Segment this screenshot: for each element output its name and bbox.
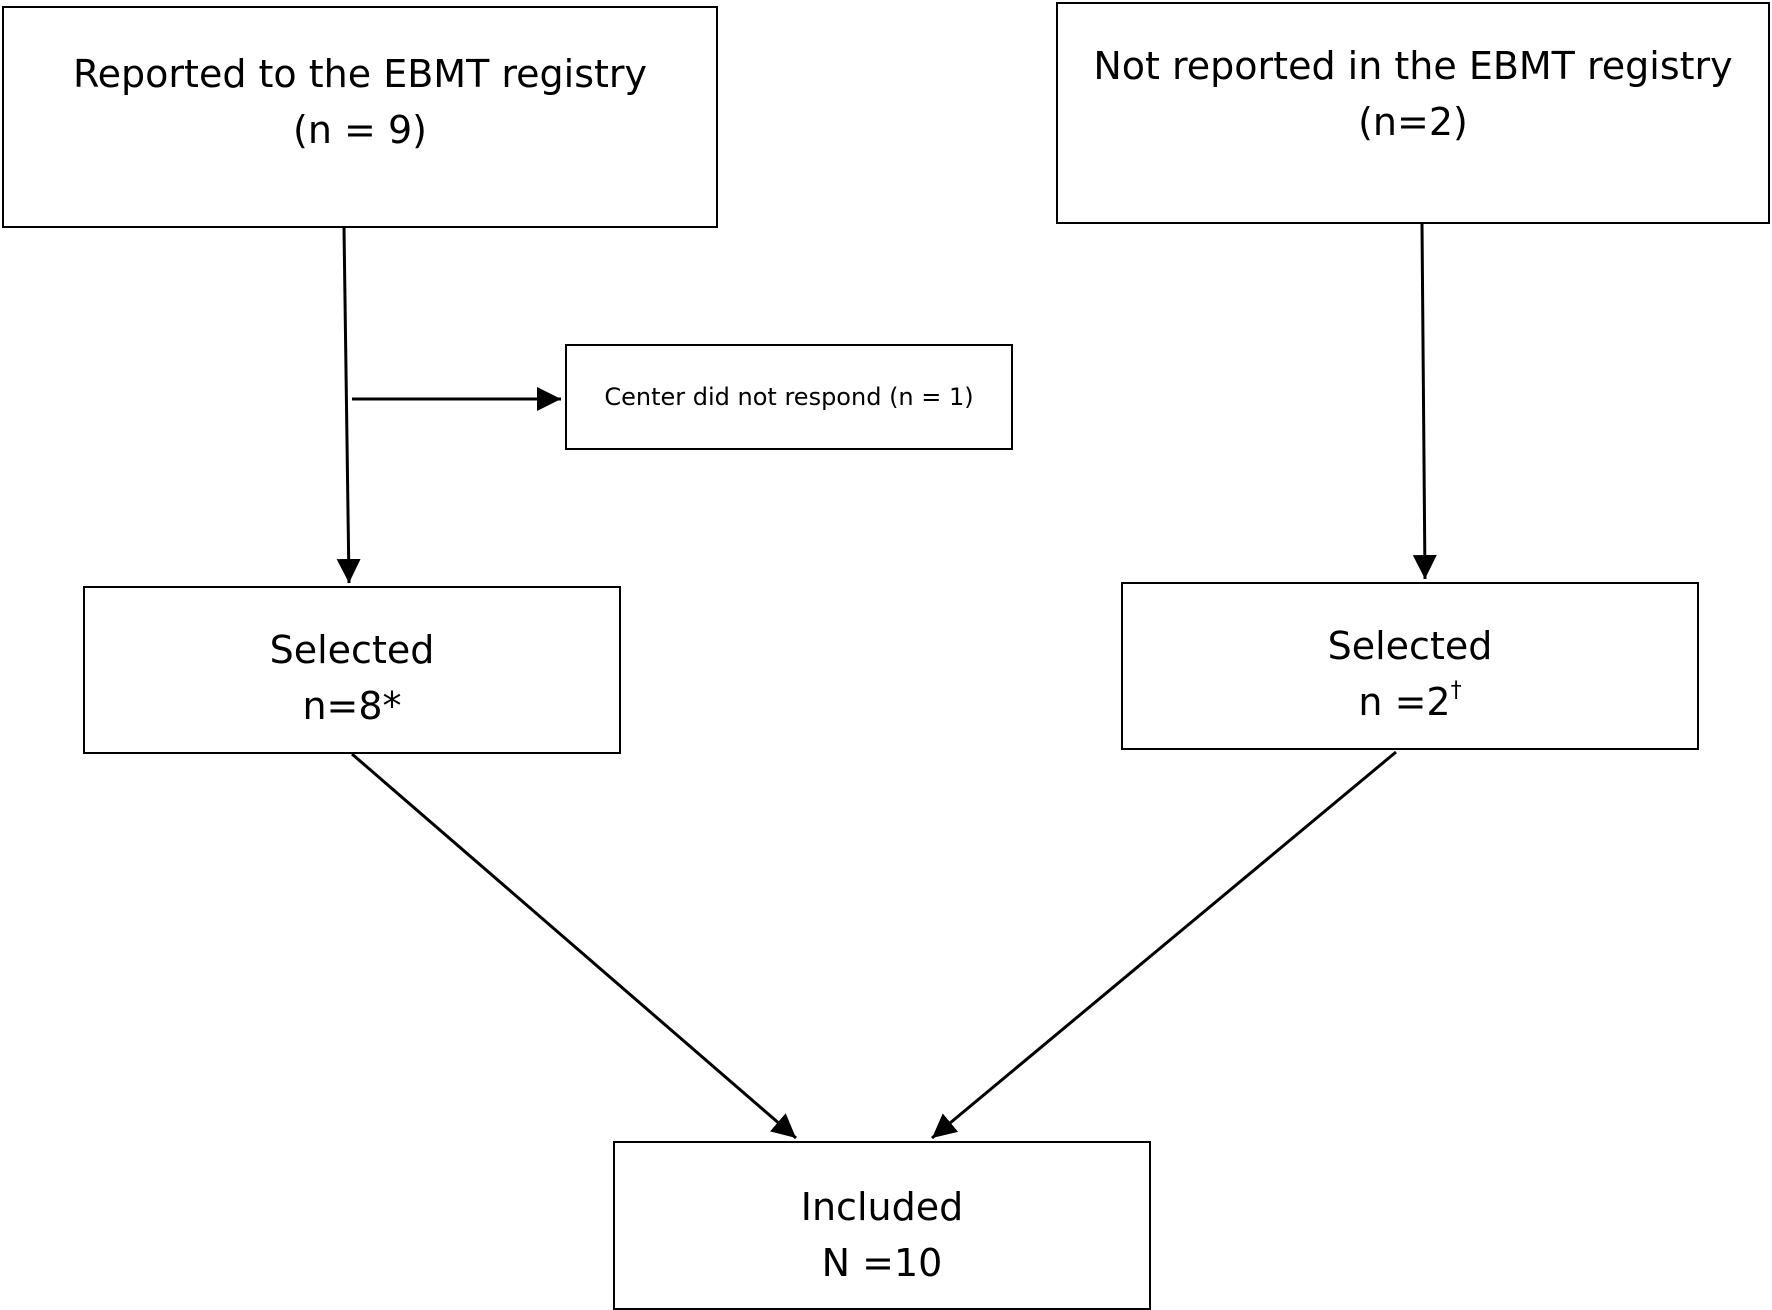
box-included-count: N =10 (821, 1241, 943, 1285)
box-selected-right-title: Selected (1327, 624, 1493, 668)
box-included: Included N =10 (613, 1141, 1151, 1310)
box-no-response-text: Center did not respond (n = 1) (604, 383, 974, 411)
box-selected-right-count: n =2 (1358, 680, 1451, 724)
box-selected-right-count-line: n =2† (1123, 674, 1697, 730)
box-reported-count: (n = 9) (293, 108, 427, 152)
arrow-reported-to-selected (336, 227, 361, 584)
box-included-title: Included (800, 1185, 964, 1229)
box-selected-not-reported: Selected n =2† (1121, 582, 1699, 750)
arrow-selected-right-to-included (931, 750, 1397, 1140)
box-not-reported-in-registry: Not reported in the EBMT registry (n=2) (1056, 2, 1770, 224)
box-selected-reported: Selected n=8* (83, 586, 621, 754)
box-not-reported-title: Not reported in the EBMT registry (1093, 44, 1733, 88)
box-selected-left-count: n=8* (302, 684, 402, 728)
box-reported-title: Reported to the EBMT registry (72, 52, 648, 96)
box-center-no-response: Center did not respond (n = 1) (565, 344, 1013, 450)
box-reported-to-registry: Reported to the EBMT registry (n = 9) (2, 6, 718, 228)
box-not-reported-count: (n=2) (1358, 100, 1468, 144)
arrow-selected-left-to-included (351, 752, 797, 1140)
box-selected-left-title: Selected (269, 628, 435, 672)
arrow-not-reported-to-selected (1412, 223, 1437, 580)
footnote-dagger: † (1450, 678, 1462, 703)
